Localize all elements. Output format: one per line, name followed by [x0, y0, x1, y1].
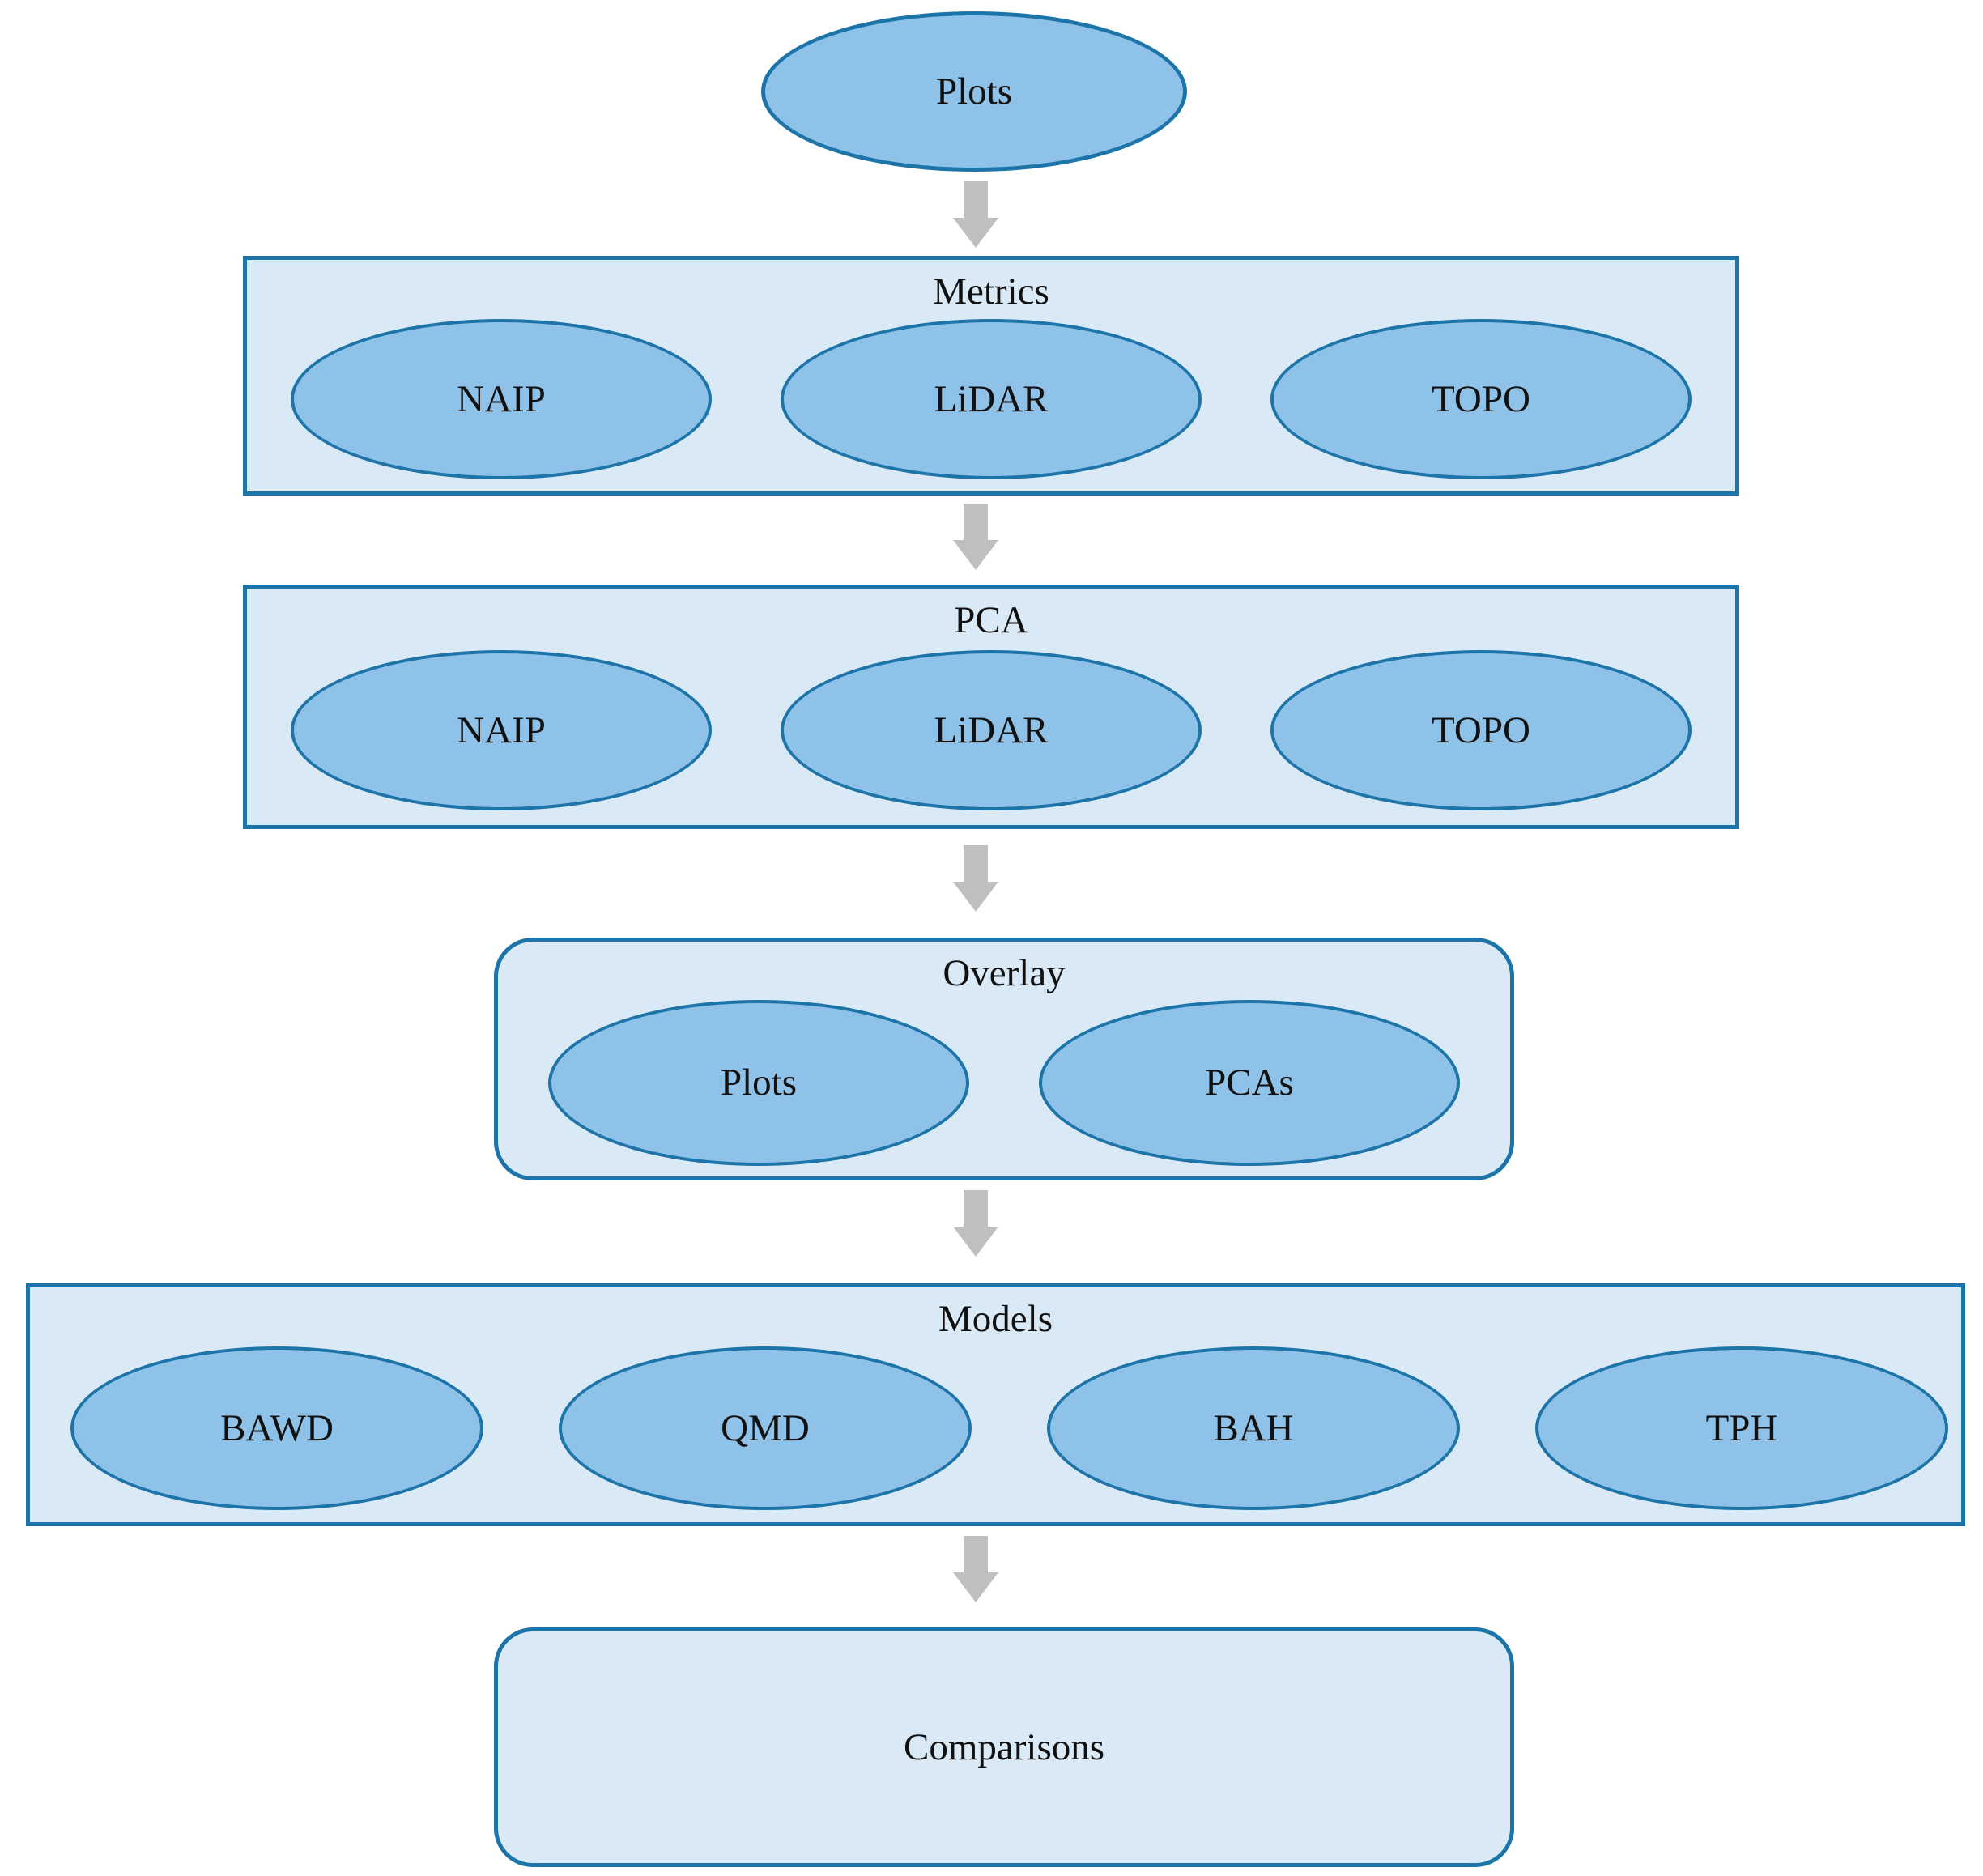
down-arrow-icon [953, 1190, 998, 1257]
models-node-bah: BAH [1047, 1346, 1460, 1511]
overlay-title: Overlay [943, 952, 1066, 994]
overlay-node-row: Plots PCAs [498, 998, 1510, 1176]
metrics-title: Metrics [933, 270, 1049, 313]
down-arrow-icon [953, 845, 998, 912]
pca-node-row: NAIP LiDAR TOPO [247, 644, 1735, 825]
pca-node-topo: TOPO [1270, 650, 1692, 811]
models-node-bawd: BAWD [70, 1346, 483, 1511]
pca-title: PCA [954, 599, 1028, 641]
down-arrow-icon [953, 504, 998, 570]
overlay-node-pcas: PCAs [1039, 999, 1460, 1166]
models-node-row: BAWD QMD BAH TPH [30, 1343, 1961, 1522]
metrics-section: Metrics NAIP LiDAR TOPO [243, 256, 1739, 496]
metrics-node-naip: NAIP [291, 319, 712, 480]
pca-node-naip: NAIP [291, 650, 712, 811]
pca-node-lidar: LiDAR [781, 650, 1202, 811]
models-node-qmd: QMD [559, 1346, 972, 1511]
metrics-node-topo: TOPO [1270, 319, 1692, 480]
models-node-tph: TPH [1535, 1346, 1948, 1511]
pca-section: PCA NAIP LiDAR TOPO [243, 585, 1739, 829]
metrics-node-row: NAIP LiDAR TOPO [247, 316, 1735, 491]
models-section: Models BAWD QMD BAH TPH [26, 1283, 1965, 1526]
overlay-section: Overlay Plots PCAs [494, 938, 1514, 1180]
down-arrow-icon [953, 181, 998, 248]
overlay-node-plots: Plots [548, 999, 969, 1166]
models-title: Models [938, 1298, 1053, 1340]
start-node-plots: Plots [761, 11, 1187, 172]
down-arrow-icon [953, 1536, 998, 1602]
comparisons-section: Comparisons [494, 1627, 1514, 1867]
metrics-node-lidar: LiDAR [781, 319, 1202, 480]
